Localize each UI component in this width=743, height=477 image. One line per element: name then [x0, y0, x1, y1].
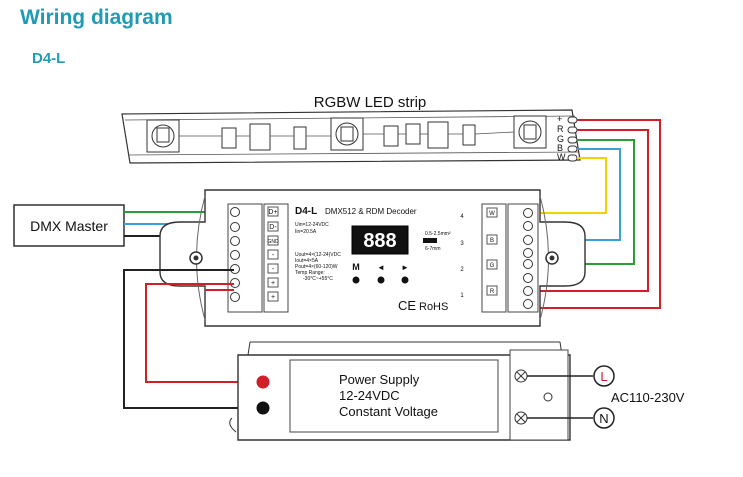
page-title: Wiring diagram: [20, 6, 173, 29]
spec-uout: Uout=4×(12-24)VDC: [295, 252, 341, 258]
ac-terminals: [514, 369, 553, 425]
terminal-screw: [523, 273, 533, 283]
display-digits: 888: [363, 230, 396, 252]
decoder: D+ D- GND - - + + D4-L DMX512 & RDM Deco…: [159, 189, 586, 327]
spec-temp: -30°C~+55°C: [303, 276, 333, 282]
psu-label-panel: [289, 359, 499, 433]
ac-l-node: L: [593, 365, 615, 387]
psu-line-2: 12-24VDC: [339, 388, 400, 403]
button-m-label: M: [352, 262, 360, 272]
ac-l-label: L: [600, 369, 607, 384]
wire-red: [533, 129, 649, 292]
channel-4: 4: [460, 214, 464, 220]
spec-uin: Uin=12-24VDC: [295, 222, 329, 228]
resistor: [462, 124, 476, 146]
channel-label-g: G: [490, 263, 495, 269]
terminal-label-plus: +: [271, 280, 275, 287]
terminal-label-d-minus: D-: [269, 224, 277, 231]
terminal-label-plus: +: [271, 294, 275, 301]
spec-temp-label: Temp Range:: [295, 270, 325, 276]
spec-iin: Iin=20.5A: [295, 229, 317, 235]
terminal-screw: [523, 286, 533, 296]
led-display: [351, 225, 409, 255]
psu-line-1: Power Supply: [339, 372, 420, 387]
ic-component: [427, 121, 449, 149]
channel-label-b: B: [490, 238, 494, 244]
wire-plus: [533, 119, 661, 309]
channel-1: 1: [460, 293, 464, 299]
spec-iout: Iout=4×5A: [295, 258, 319, 264]
ac-n-node: N: [593, 407, 615, 429]
terminal-screw: [230, 292, 240, 302]
channel-label-r: R: [490, 289, 495, 295]
led-chip: [146, 119, 180, 153]
wire-gauge: 0.5-2.5mm²: [425, 231, 451, 237]
ac-wires: [527, 375, 593, 419]
wire-strip-length: 6-7mm: [425, 246, 441, 252]
resistor: [405, 123, 421, 145]
left-button[interactable]: [377, 276, 385, 284]
ac-n-label: N: [599, 411, 608, 426]
led-strip: + R G B W: [121, 109, 581, 164]
strip-pin-w: W: [557, 152, 566, 162]
ce-mark: CE: [398, 298, 416, 313]
terminal-screw: [523, 208, 533, 218]
strip-pin-plus: +: [557, 114, 562, 124]
strip-pin-r: R: [557, 124, 564, 134]
right-button[interactable]: [401, 276, 409, 284]
resistor: [293, 126, 307, 150]
terminal-screw: [523, 248, 533, 258]
wire-psu-minus: [123, 269, 253, 409]
ac-voltage-label: AC110-230V: [611, 390, 685, 405]
rohs-mark: RoHS: [419, 301, 448, 313]
decoder-model: D4-L: [295, 206, 317, 217]
ic-component: [249, 123, 271, 151]
terminal-screw: [523, 259, 533, 269]
channel-3: 3: [460, 241, 464, 247]
terminal-screw: [230, 250, 240, 260]
wire-yellow: [533, 157, 607, 214]
terminal-label-gnd: GND: [267, 239, 279, 245]
wire-strip-icon: [423, 238, 437, 243]
terminal-screw: [523, 235, 533, 245]
terminal-screw: [230, 236, 240, 246]
power-supply: Power Supply 12-24VDC Constant Voltage: [229, 341, 571, 441]
button-right-label: ►: [401, 263, 409, 272]
dmx-master-label: DMX Master: [30, 218, 108, 234]
m-button[interactable]: [352, 276, 360, 284]
terminal-screw: [230, 207, 240, 217]
decoder-name: DMX512 & RDM Decoder: [325, 207, 417, 216]
power-wires: [123, 269, 253, 409]
strip-pin-g: G: [557, 134, 564, 144]
model-subtitle: D4-L: [32, 50, 66, 67]
wire-psu-plus: [145, 283, 253, 383]
terminal-label-minus: -: [272, 252, 275, 259]
button-left-label: ◄: [377, 263, 385, 272]
channel-2: 2: [460, 267, 464, 273]
psu-line-3: Constant Voltage: [339, 404, 438, 419]
led-chip: [513, 115, 547, 149]
terminal-screw: [523, 299, 533, 309]
terminal-screw: [523, 221, 533, 231]
psu-minus-terminal: [256, 401, 270, 415]
terminal-label-d-plus: D+: [268, 209, 277, 216]
led-chip: [330, 117, 364, 151]
psu-plus-terminal: [256, 375, 270, 389]
left-terminals: [230, 207, 240, 302]
resistor: [221, 127, 237, 149]
spec-pout: Pout=4×(60-120)W: [295, 264, 338, 270]
terminal-screw: [230, 222, 240, 232]
resistor: [383, 125, 399, 147]
dmx-master: DMX Master: [13, 204, 125, 247]
led-strip-label: RGBW LED strip: [314, 94, 427, 111]
terminal-label-minus: -: [272, 266, 275, 273]
strip-pin-b: B: [557, 143, 563, 153]
channel-label-w: W: [489, 211, 495, 217]
right-terminals: [523, 208, 533, 309]
